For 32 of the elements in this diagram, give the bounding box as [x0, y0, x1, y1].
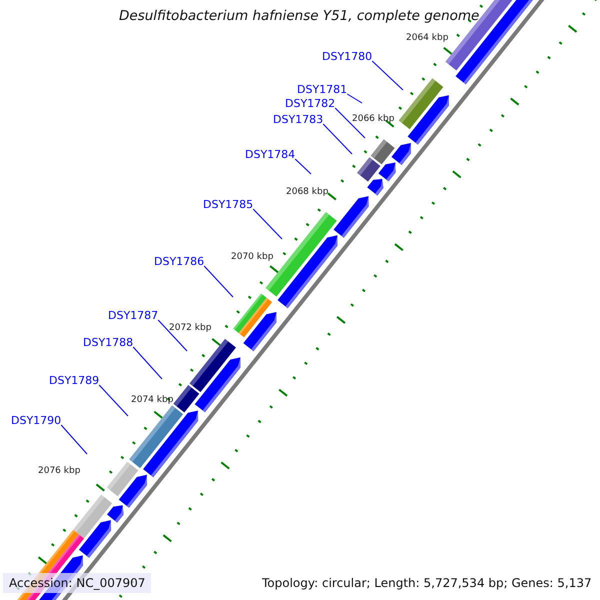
diagram-title: Desulfitobacterium hafniense Y51, complete genome [119, 10, 480, 24]
scale-label: 2066 kbp [352, 115, 394, 124]
gene-label: DSY1790 [11, 415, 62, 426]
accession-text: Accession: NC_007907 [3, 573, 152, 593]
leader-line [132, 346, 162, 380]
leader-line [204, 266, 234, 298]
scale-label: 2076 kbp [38, 467, 80, 476]
scale-label: 2070 kbp [231, 253, 274, 262]
scale-label: 2064 kbp [406, 34, 448, 43]
leader-line [372, 60, 404, 90]
scale-label: 2074 kbp [131, 396, 174, 405]
gene-label: DSY1789 [49, 375, 100, 386]
scale-label: 2068 kbp [286, 188, 328, 197]
leader-line [60, 424, 88, 454]
gene-label: DSY1786 [154, 256, 204, 267]
leader-line [322, 124, 352, 154]
gene-label: DSY1784 [245, 149, 296, 160]
gene-label: DSY1783 [273, 114, 324, 125]
scale-label: 2072 kbp [169, 324, 212, 333]
gene-label: DSY1782 [285, 98, 336, 109]
gene-label: DSY1780 [322, 51, 372, 62]
leader-line [334, 108, 366, 138]
leader-line [98, 384, 128, 416]
leader-line [252, 208, 282, 240]
leader-line [158, 320, 188, 352]
gene-label: DSY1781 [297, 84, 348, 95]
leader-line [346, 94, 362, 104]
leader-line [294, 158, 312, 174]
gene-label: DSY1785 [203, 199, 254, 210]
genome-summary-text: Topology: circular; Length: 5,727,534 bp; Genes: 5,137 [262, 577, 592, 589]
gene-label: DSY1787 [108, 310, 158, 321]
gene-label: DSY1788 [83, 337, 134, 348]
